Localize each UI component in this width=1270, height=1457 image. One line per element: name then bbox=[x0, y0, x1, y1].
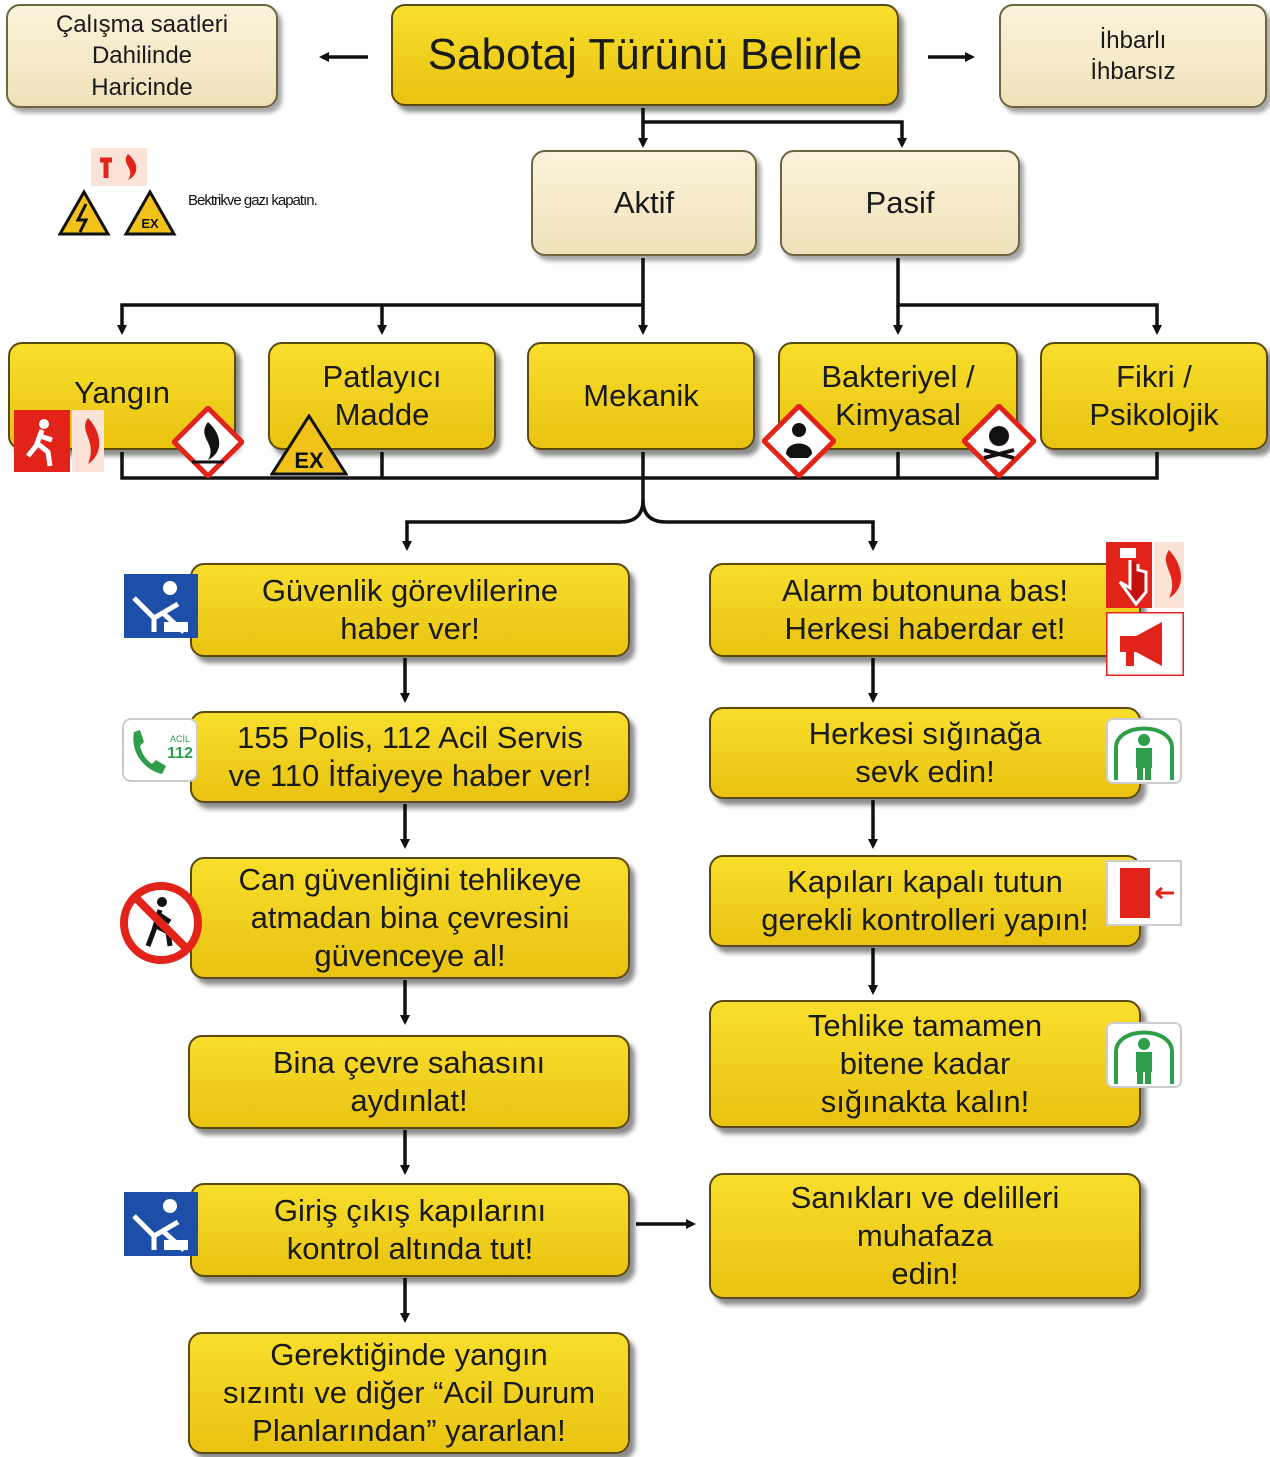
step-notify-security: Güvenlik görevlilerine haber ver! bbox=[190, 563, 630, 657]
megaphone-icon bbox=[1106, 612, 1184, 676]
flammable-hazard-icon bbox=[172, 406, 244, 478]
explosive-ex-icon: EX bbox=[270, 414, 348, 476]
svg-text:EX: EX bbox=[294, 448, 324, 473]
step-press-alarm: Alarm butonuna bas! Herkesi haberdar et! bbox=[709, 563, 1141, 657]
step-keep-doors-closed: Kapıları kapalı tutun gerekli kontroller… bbox=[709, 855, 1141, 947]
svg-text:EX: EX bbox=[141, 216, 159, 231]
working-hours-box: Çalışma saatleri Dahilinde Haricinde bbox=[6, 4, 278, 108]
electric-hazard-icon bbox=[58, 188, 111, 236]
closed-door-icon bbox=[1106, 860, 1182, 926]
step-illuminate-perimeter: Bina çevre sahasını aydınlat! bbox=[188, 1035, 630, 1129]
passive-box: Pasif bbox=[780, 150, 1020, 256]
electric-gas-note: Bektrikve gazı kapatın. bbox=[188, 192, 318, 209]
svg-text:ACİL: ACİL bbox=[170, 734, 190, 744]
step-preserve-evidence: Sanıkları ve delilleri muhafaza edin! bbox=[709, 1173, 1141, 1299]
shelter-icon-2 bbox=[1106, 1022, 1182, 1088]
step-direct-to-shelter: Herkesi sığınağa sevk edin! bbox=[709, 707, 1141, 799]
electric-gas-signs: EX bbox=[58, 148, 177, 236]
type-mechanical: Mekanik bbox=[527, 342, 755, 450]
sabotage-type-title: Sabotaj Türünü Belirle bbox=[391, 4, 899, 106]
toxic-skull-icon bbox=[962, 404, 1036, 478]
emergency-exit-fire-icon bbox=[14, 410, 104, 472]
alarm-button-fire-icon bbox=[1106, 542, 1184, 608]
security-guard-icon-2 bbox=[124, 1192, 198, 1256]
step-stay-in-shelter: Tehlike tamamen bitene kadar sığınakta k… bbox=[709, 1000, 1141, 1128]
no-pedestrian-icon bbox=[120, 882, 202, 964]
health-hazard-icon bbox=[762, 404, 836, 478]
svg-text:112: 112 bbox=[167, 745, 193, 762]
step-call-emergency-numbers: 155 Polis, 112 Acil Servis ve 110 İtfaiy… bbox=[190, 711, 630, 803]
explosive-atmosphere-icon: EX bbox=[123, 188, 177, 236]
notice-box: İhbarlı İhbarsız bbox=[999, 4, 1267, 108]
step-use-emergency-plans: Gerektiğinde yangın sızıntı ve diğer “Ac… bbox=[188, 1332, 630, 1454]
emergency-phone-icon: ACİL 112 bbox=[122, 718, 198, 782]
step-secure-building-perimeter: Can güvenliğini tehlikeye atmadan bina ç… bbox=[190, 857, 630, 979]
active-box: Aktif bbox=[531, 150, 757, 256]
fire-alarm-sign-icon bbox=[91, 148, 147, 186]
step-control-entrances: Giriş çıkış kapılarını kontrol altında t… bbox=[190, 1183, 630, 1277]
type-intellectual-psychological: Fikri / Psikolojik bbox=[1040, 342, 1268, 450]
shelter-icon bbox=[1106, 718, 1182, 784]
security-guard-icon bbox=[124, 574, 198, 638]
